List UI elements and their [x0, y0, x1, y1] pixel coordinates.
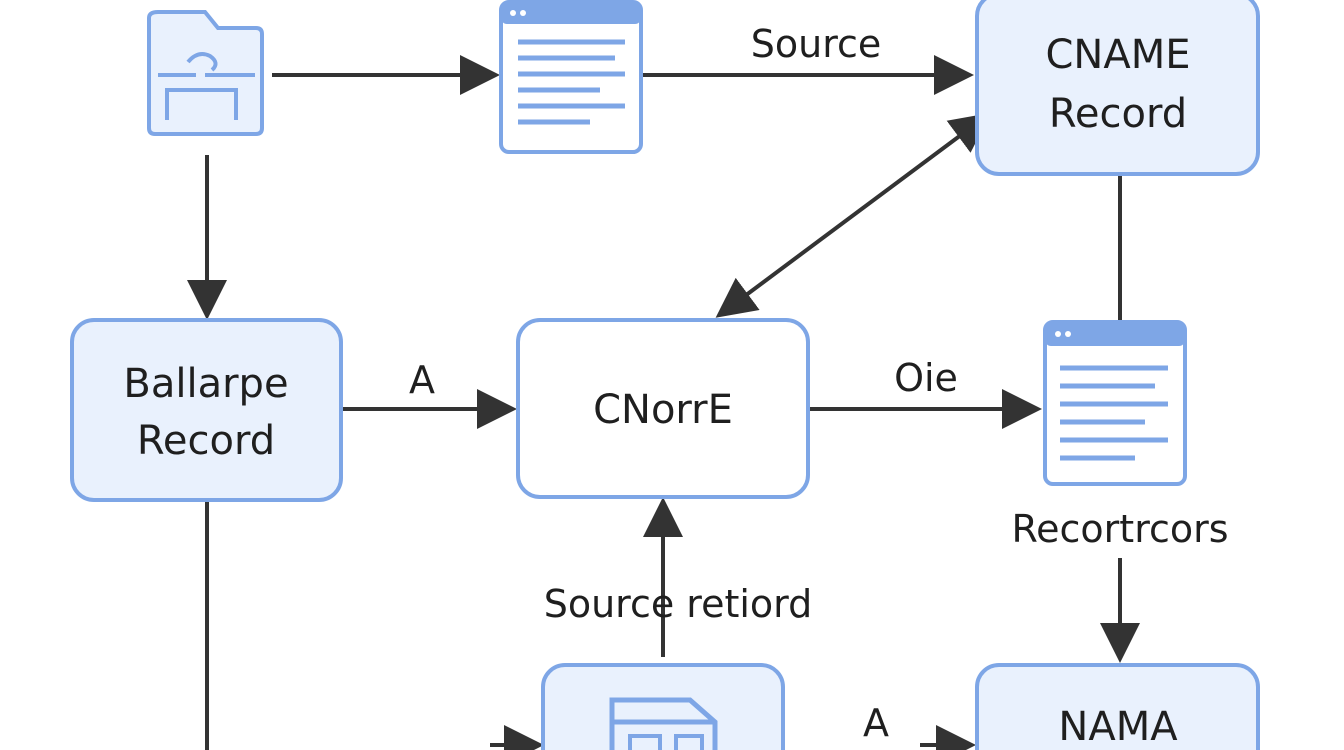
cnorre-label: CNorrE: [593, 387, 733, 433]
node-cname-record: CNAME Record: [975, 0, 1260, 176]
node-nama: NAMA: [975, 663, 1260, 750]
node-ballarpe-record: Ballarpe Record: [70, 318, 343, 502]
node-cnorre: CNorrE: [516, 318, 810, 499]
edge-label-a-top: A: [409, 358, 435, 402]
document-icon: [499, 0, 643, 154]
ballarpe-record-line2: Record: [137, 418, 275, 464]
edge-cname-cnorre-bidirectional: [715, 112, 991, 318]
ballarpe-record-line1: Ballarpe: [123, 361, 288, 407]
edges: [187, 55, 1140, 750]
edge-label-source-retiord: Source retiord: [544, 582, 813, 626]
edge-label-source: Source: [751, 22, 882, 66]
cname-record-line2: Record: [1049, 91, 1187, 137]
edge-label-recortrcors: Recortrcors: [1011, 507, 1228, 551]
node-file-bottom: [541, 663, 785, 750]
edge-label-oie: Oie: [894, 356, 958, 400]
folder-icon: [147, 10, 264, 136]
file-icon: [609, 697, 718, 750]
edge-label-a-bottom: A: [863, 701, 889, 745]
cname-record-line1: CNAME: [1046, 32, 1191, 78]
nama-label: NAMA: [1058, 704, 1178, 750]
document-icon-right: [1043, 320, 1187, 486]
